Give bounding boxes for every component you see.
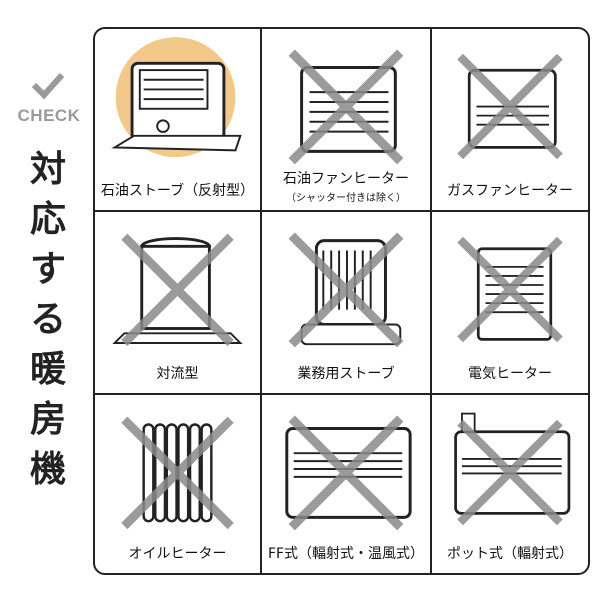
- cross-icon: [288, 415, 404, 531]
- heater-name: ガスファンヒーター: [447, 183, 573, 199]
- heater-label: ガスファンヒーター: [432, 180, 588, 200]
- title-char: す: [29, 249, 66, 290]
- heater-cell-kerosene-fan-heater: 石油ファンヒーター （シャッター付きは除く）: [262, 29, 432, 212]
- heater-note: （シャッター付きは除く）: [286, 193, 406, 204]
- title-char: 対: [29, 149, 66, 190]
- commercial-stove-icon: [288, 232, 404, 348]
- heater-label: オイルヒーター: [95, 543, 260, 563]
- heater-cell-commercial-stove: 業務用ストーブ: [262, 212, 432, 395]
- title-char: 応: [29, 199, 66, 240]
- heater-cell-pot-heater: ポット式（輻射式）: [432, 395, 588, 573]
- cross-icon: [121, 233, 234, 347]
- heater-label: 対流型: [95, 363, 260, 383]
- heater-label: 業務用ストーブ: [262, 363, 430, 383]
- title-char: 房: [29, 399, 66, 440]
- heater-name: 業務用ストーブ: [297, 366, 395, 382]
- electric-heater-icon: [457, 236, 563, 343]
- heater-label: 電気ヒーター: [432, 363, 588, 383]
- heater-name: オイルヒーター: [128, 546, 227, 562]
- cross-icon: [121, 416, 234, 530]
- heater-cell-convection-heater: 対流型: [95, 212, 262, 395]
- heater-cell-electric-heater: 電気ヒーター: [432, 212, 588, 395]
- vertical-title: 対 応 す る 暖 房 機: [20, 145, 76, 495]
- heater-name: 石油ファンヒーター: [283, 171, 409, 187]
- heater-label: FF式（輻射式・温風式）: [262, 543, 430, 563]
- heater-cell-kerosene-stove-reflective: 石油ストーブ（反射型）: [95, 29, 262, 212]
- cross-icon: [288, 49, 404, 165]
- cross-icon: [457, 53, 563, 160]
- heater-name: FF式（輻射式・温風式）: [267, 546, 425, 562]
- heater-name: ポット式（輻射式）: [447, 546, 573, 562]
- title-char: 機: [29, 449, 66, 490]
- oil-heater-icon: [121, 416, 234, 530]
- heater-name: 対流型: [156, 366, 199, 382]
- heater-name: 石油ストーブ（反射型）: [100, 183, 255, 199]
- convection-heater-icon: [112, 233, 243, 347]
- cross-icon: [457, 419, 563, 526]
- heater-label: ポット式（輻射式）: [432, 543, 588, 563]
- heater-cell-oil-heater: オイルヒーター: [95, 395, 262, 573]
- gas-fan-heater-icon: [457, 53, 563, 160]
- check-label: CHECK: [17, 106, 81, 125]
- cross-icon: [457, 236, 563, 343]
- ff-heater-icon: [285, 415, 412, 531]
- title-char: 暖: [29, 349, 66, 390]
- heater-grid: 石油ストーブ（反射型） 石油ファンヒーター （シャッター付きは除く） ガスファンヒータ…: [93, 27, 590, 575]
- heater-name: 電気ヒーター: [468, 366, 552, 382]
- title-char: る: [29, 299, 66, 340]
- kerosene-stove-reflective-icon: [111, 37, 242, 158]
- heater-cell-gas-fan-heater: ガスファンヒーター: [432, 29, 588, 212]
- check-icon: [31, 72, 65, 100]
- heater-cell-ff-heater: FF式（輻射式・温風式）: [262, 395, 432, 573]
- cross-icon: [288, 232, 404, 348]
- heater-label: 石油ファンヒーター （シャッター付きは除く）: [262, 168, 430, 204]
- pot-heater-icon: [454, 412, 571, 526]
- heater-label: 石油ストーブ（反射型）: [95, 180, 260, 200]
- kerosene-fan-heater-icon: [288, 49, 404, 165]
